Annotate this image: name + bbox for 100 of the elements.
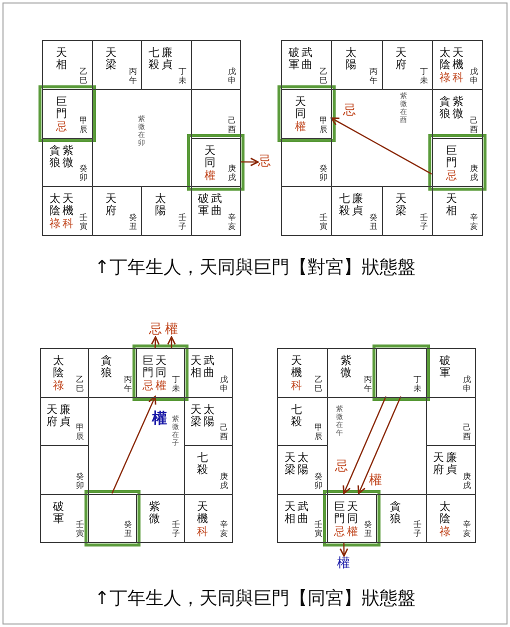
star-name: 天機	[62, 193, 74, 218]
stem-branch-label: 辛亥	[228, 213, 236, 231]
stem-branch-label: 甲辰	[76, 423, 84, 441]
stem-branch-label: 壬寅	[80, 213, 88, 231]
star-name: 天同	[156, 355, 166, 379]
palace-cell	[432, 186, 483, 236]
transform-mark: 忌	[142, 379, 154, 392]
star-name: 太陰	[49, 193, 60, 218]
palace-cell	[42, 186, 92, 236]
star-name: 破軍	[198, 193, 209, 218]
stem-branch-label: 丙午	[370, 66, 378, 85]
stem-branch-label: 丁未	[172, 374, 180, 392]
transform-mark: 祿	[439, 524, 450, 538]
arrow	[358, 396, 402, 494]
transform-mark: 祿	[439, 71, 450, 84]
caption: ↑丁年生人，天同與巨門【同宮】狀態盤	[93, 588, 417, 610]
palace-cell	[426, 494, 476, 543]
star-name: 貪狼	[439, 96, 450, 120]
palace-cell	[281, 138, 332, 188]
palace-cell	[281, 186, 332, 236]
star-name: 太陽	[154, 193, 166, 218]
palace-cell	[277, 396, 328, 446]
transform-mark: 祿	[49, 217, 60, 230]
transform-mark: 科	[62, 217, 74, 230]
palace-cell	[141, 40, 192, 90]
stem-branch-label: 癸卯	[80, 164, 88, 182]
transform-mark: 權	[204, 168, 216, 182]
edge-label: 忌	[334, 459, 349, 474]
palace-cell	[426, 396, 476, 446]
arrow	[342, 396, 386, 494]
star-name: 武曲	[204, 355, 214, 379]
transform-mark: 祿	[53, 379, 64, 392]
star-name: 七殺	[290, 404, 302, 428]
transform-mark: 權	[156, 379, 166, 392]
palace-cell	[190, 40, 241, 90]
star-name: 太陽	[297, 452, 308, 476]
stem-branch-label: 癸卯	[314, 472, 322, 490]
stem-branch-label: 壬寅	[76, 520, 84, 538]
star-name: 破軍	[53, 500, 64, 524]
star-name: 太陽	[345, 47, 356, 71]
stem-branch-label: 壬寅	[319, 213, 328, 231]
palace-cell	[141, 186, 192, 236]
star-name: 武曲	[210, 193, 222, 218]
palace-cell	[184, 348, 233, 398]
star-name: 太陰	[53, 355, 64, 379]
palace-cell	[382, 186, 433, 236]
stem-branch-label: 癸丑	[370, 213, 378, 231]
palace-cell	[382, 40, 433, 90]
star-name: 紫微	[62, 144, 74, 168]
star-name: 天梁	[284, 452, 296, 476]
star-name: 天相	[56, 47, 67, 71]
stem-branch-label: 壬子	[420, 213, 428, 231]
star-name: 貪狼	[390, 500, 401, 524]
stem-branch-label: 丙午	[364, 374, 372, 392]
stem-branch-label: 庚戌	[463, 472, 471, 490]
stem-branch-label: 壬寅	[314, 520, 322, 538]
star-name: 天梁	[190, 404, 202, 428]
palace-cell	[42, 40, 92, 90]
transform-mark: 科	[452, 71, 464, 84]
palace-cell	[190, 186, 241, 236]
edge-label: 權	[368, 473, 383, 488]
star-name: 廉貞	[60, 404, 70, 428]
star-name: 天機	[197, 500, 208, 524]
star-name: 武曲	[302, 47, 313, 71]
star-name: 天府	[105, 193, 116, 218]
stem-branch-label: 甲辰	[80, 116, 88, 134]
transform-mark: 權	[165, 322, 178, 337]
stem-branch-label: 庚戌	[228, 164, 236, 182]
palace-cell	[326, 348, 377, 398]
star-name: 太陽	[204, 404, 214, 428]
star-name: 巨門	[446, 144, 457, 168]
star-name: 巨門	[142, 355, 154, 379]
stem-branch-label: 己酉	[463, 423, 471, 441]
palace-cell	[277, 348, 328, 398]
stem-branch-label: 辛亥	[463, 520, 471, 538]
star-name: 巨門	[56, 96, 67, 120]
palace-cell	[92, 186, 142, 236]
star-name: 天梁	[105, 47, 116, 71]
palace-cell	[184, 494, 233, 543]
arrow	[340, 542, 348, 557]
stem-branch-label: 戊申	[228, 66, 236, 85]
stem-branch-label: 壬子	[178, 213, 186, 231]
transform-mark: 忌	[149, 322, 162, 337]
palace-cell	[42, 138, 92, 188]
palace-cell	[92, 40, 142, 90]
stem-branch-label: 己酉	[220, 423, 228, 441]
stem-branch-label: 戊申	[463, 374, 471, 392]
stem-branch-label: 己酉	[228, 116, 236, 134]
palace-cell	[40, 445, 89, 494]
palace-cell	[426, 445, 476, 494]
stem-branch-label: 甲辰	[319, 116, 328, 134]
star-name: 天機	[452, 47, 464, 71]
star-name: 天府	[432, 452, 444, 476]
star-name: 天同	[295, 96, 306, 120]
palace-cell	[281, 40, 332, 90]
stem-branch-label: 己酉	[470, 116, 478, 134]
stem-branch-label: 丁未	[420, 66, 428, 85]
stem-branch-label: 癸丑	[124, 520, 132, 538]
arrow	[167, 336, 176, 348]
star-name: 巨門	[334, 500, 345, 524]
